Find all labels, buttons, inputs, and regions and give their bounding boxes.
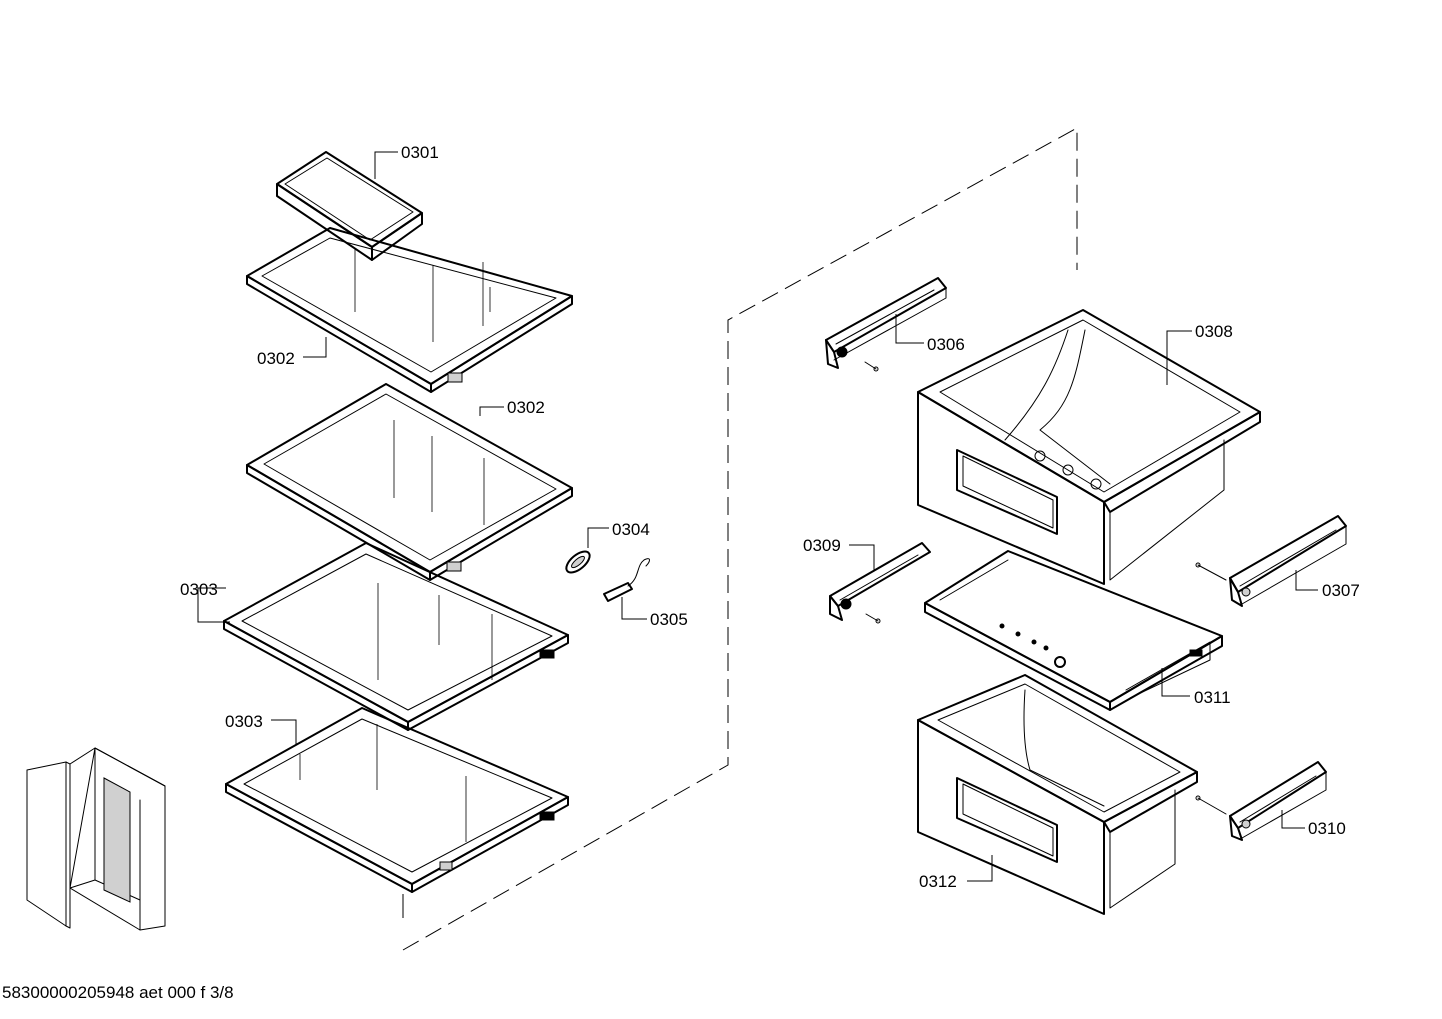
callout-0303-lower: 0303 <box>225 712 263 731</box>
callout-0301: 0301 <box>401 143 439 162</box>
callout-0304: 0304 <box>612 520 650 539</box>
callout-0309: 0309 <box>803 536 841 555</box>
callout-0312: 0312 <box>919 872 957 891</box>
callout-0302-lower: 0302 <box>507 398 545 417</box>
part-0305-sensor <box>603 558 650 602</box>
part-0304-oval-clip <box>565 550 591 574</box>
assembly-boundary-line <box>402 127 1078 951</box>
part-0311-cover <box>924 550 1223 711</box>
part-0306-rail <box>825 277 947 372</box>
part-0302-shelf-upper <box>246 227 573 393</box>
part-0302-shelf-lower <box>246 383 573 581</box>
callout-0305: 0305 <box>650 610 688 629</box>
part-0301-tray <box>276 151 423 261</box>
callout-0307: 0307 <box>1322 581 1360 600</box>
drawing-reference-footer: 58300000205948 aet 000 f 3/8 <box>2 983 234 1002</box>
part-0310-rail <box>1195 761 1327 841</box>
callout-0303-upper: 0303 <box>180 580 218 599</box>
part-0303-shelf-upper <box>223 542 569 731</box>
callout-0310: 0310 <box>1308 819 1346 838</box>
part-0308-upper-drawer <box>917 309 1261 585</box>
part-0307-rail <box>1195 515 1347 607</box>
callout-0302-upper: 0302 <box>257 349 295 368</box>
part-0303-shelf-lower <box>225 707 569 893</box>
part-0312-lower-drawer <box>917 674 1198 915</box>
leader-lines <box>197 151 1318 918</box>
callout-0306: 0306 <box>927 335 965 354</box>
part-0309-rail <box>829 542 931 624</box>
callout-0308: 0308 <box>1195 322 1233 341</box>
refrigerator-location-thumbnail <box>26 747 166 931</box>
callout-0311: 0311 <box>1194 688 1231 707</box>
